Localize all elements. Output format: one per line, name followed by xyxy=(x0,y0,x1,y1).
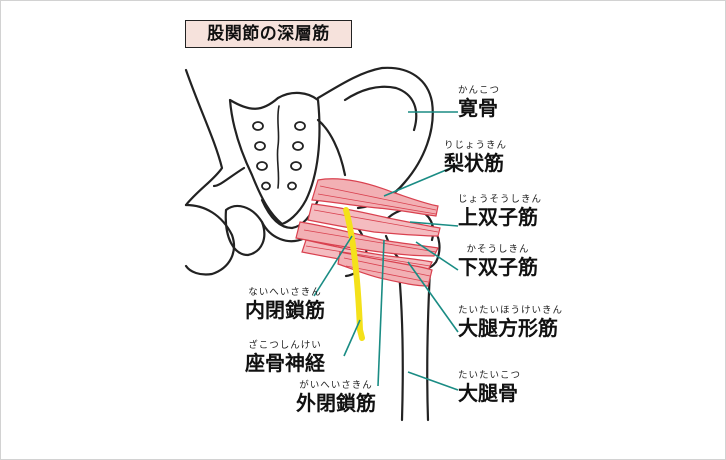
leader-kasoushikin xyxy=(415,241,459,271)
left-ilium xyxy=(184,68,224,207)
leader-josoushikin xyxy=(409,221,459,227)
label-naiheisakin: ないへいさきん 内閉鎖筋 xyxy=(245,287,325,322)
leader-lines xyxy=(313,111,459,391)
obturator-internus-muscle xyxy=(295,221,439,257)
label-rijokin: りじょうきん 梨状筋 xyxy=(444,140,508,175)
femur-shaft xyxy=(396,260,404,422)
label-kasoushikin: かそうしきん 下双子筋 xyxy=(458,244,538,279)
sciatic-nerve xyxy=(343,207,365,341)
leader-taitaihoukeikin xyxy=(407,261,459,333)
leader-zakotsushinkei xyxy=(343,319,361,357)
leader-naiheisakin xyxy=(313,235,353,297)
label-taitaihoukeikin: たいたいほうけいきん 大腿方形筋 xyxy=(458,305,564,340)
left-ischium xyxy=(184,203,236,276)
deep-hip-muscles xyxy=(295,178,441,287)
label-kankotsu: かんこつ 寛骨 xyxy=(458,85,501,120)
label-gaiheisakin: がいへいさきん 外閉鎖筋 xyxy=(296,380,376,415)
label-taitaikotsu: たいたいこつ 大腿骨 xyxy=(458,370,522,405)
diagram-title: 股関節の深層筋 xyxy=(185,20,352,48)
label-josoushikin: じょうそうしきん 上双子筋 xyxy=(458,194,543,229)
leader-rijokin xyxy=(383,164,459,197)
label-zakotsushinkei: ざこつしんけい 座骨神経 xyxy=(245,340,325,375)
leader-taitaikotsu xyxy=(407,371,459,391)
sacrum xyxy=(228,91,321,226)
leader-gaiheisakin xyxy=(377,239,385,387)
